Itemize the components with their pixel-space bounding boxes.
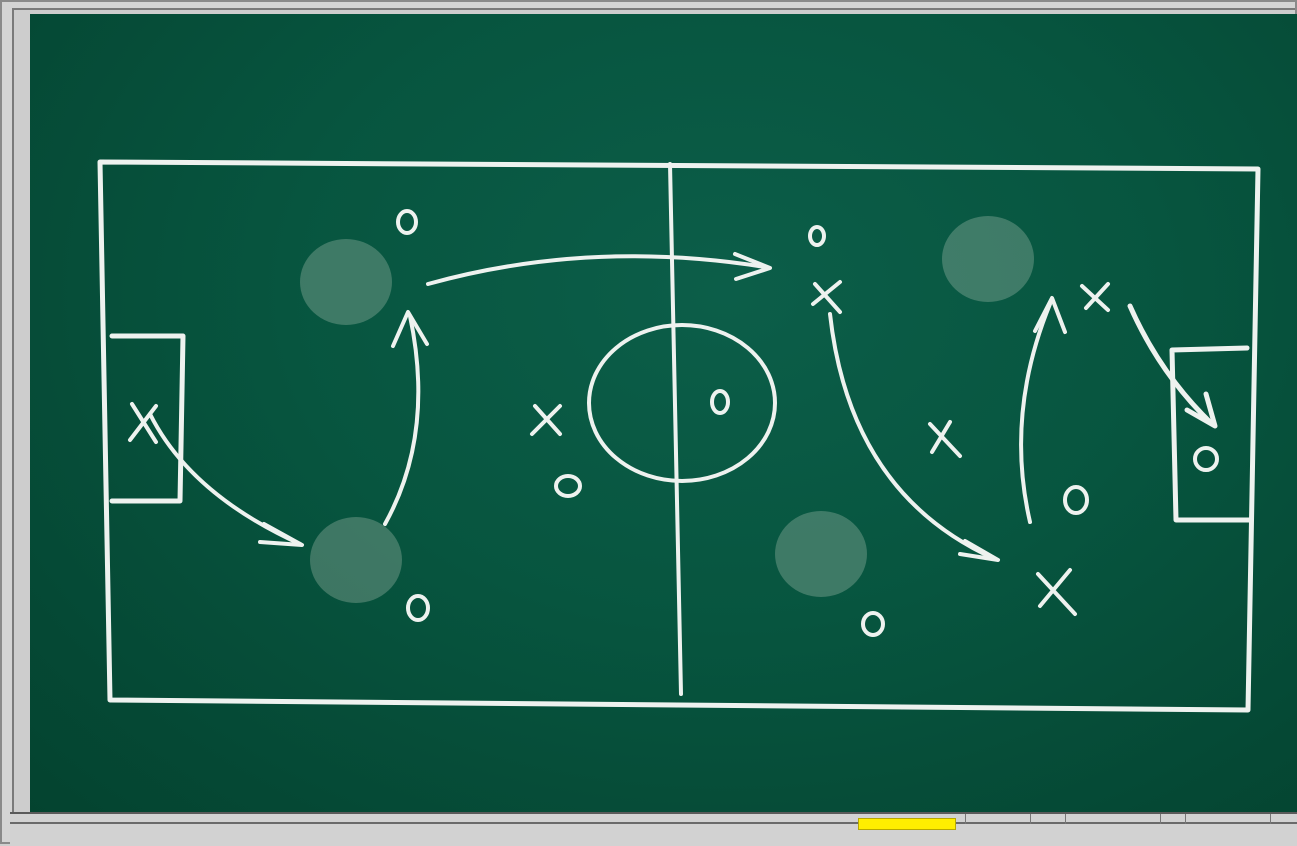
placeholder-token-1[interactable] [300, 239, 392, 325]
pass-arrow-4 [830, 314, 998, 560]
player-o-6 [863, 613, 883, 635]
player-o-3 [556, 476, 580, 496]
player-x-3 [813, 282, 840, 312]
placeholder-token-2[interactable] [310, 517, 402, 603]
ruler-tick [1270, 814, 1271, 824]
player-o-4 [712, 391, 728, 413]
player-o-7 [1065, 487, 1087, 513]
player-o-2 [408, 596, 428, 620]
ruler-tick [1030, 814, 1031, 824]
ruler-line [10, 822, 1297, 824]
player-x-4 [930, 422, 960, 456]
placeholder-token-3[interactable] [775, 511, 867, 597]
player-o-1 [398, 211, 416, 233]
ruler-tick [1185, 814, 1186, 824]
bottom-ruler-bar [10, 812, 1297, 846]
player-x-2 [532, 406, 560, 434]
ruler-tick [965, 814, 966, 824]
pass-arrow-3 [428, 254, 770, 284]
player-x-5 [1038, 570, 1075, 614]
pass-arrow-5 [1021, 298, 1065, 522]
tactics-diagram [30, 14, 1297, 814]
player-x-1 [130, 404, 156, 442]
player-x-6 [1082, 284, 1108, 310]
player-o-8 [1195, 448, 1217, 470]
position-marker[interactable] [858, 818, 956, 830]
right-goal-box [1172, 348, 1250, 520]
player-o-5 [810, 227, 824, 245]
ruler-tick [1160, 814, 1161, 824]
halfway-line [670, 164, 681, 694]
pass-arrow-1 [150, 414, 302, 545]
center-circle [589, 325, 775, 481]
ruler-tick [1065, 814, 1066, 824]
placeholder-token-4[interactable] [942, 216, 1034, 302]
pass-arrow-2 [385, 312, 427, 524]
chalkboard [30, 14, 1297, 814]
